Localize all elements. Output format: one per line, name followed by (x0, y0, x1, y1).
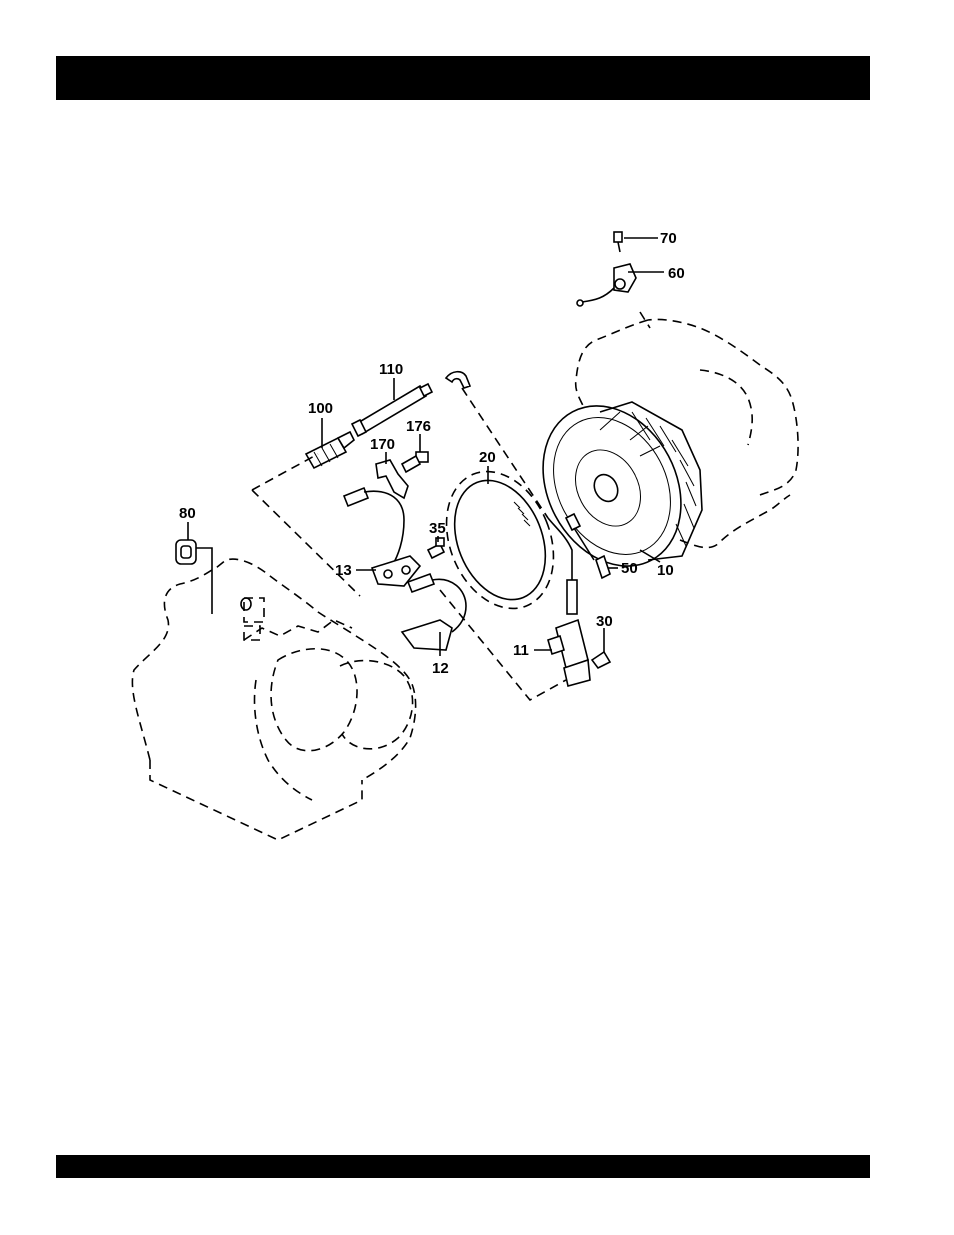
callout-30: 30 (596, 613, 613, 630)
seal-part-80 (176, 540, 212, 614)
callout-70: 70 (660, 230, 677, 247)
callout-11: 11 (513, 642, 529, 659)
callout-170: 170 (370, 436, 395, 453)
callout-10: 10 (657, 562, 674, 579)
callout-110: 110 (379, 361, 403, 378)
engine-crankcase-outline (132, 559, 415, 840)
callout-100: 100 (308, 400, 333, 417)
callout-60: 60 (668, 265, 685, 282)
spark-plug-part-100 (306, 432, 354, 468)
ignition-coil-part-11 (548, 620, 590, 686)
harness-part-13 (344, 488, 420, 586)
callout-80: 80 (179, 505, 196, 522)
callout-50: 50 (621, 560, 638, 577)
callout-20: 20 (479, 449, 496, 466)
callout-12: 12 (432, 660, 449, 677)
sensor-part-60 (577, 264, 636, 306)
screw-part-35 (428, 538, 444, 558)
callout-13: 13 (335, 562, 352, 579)
harness-part-12 (402, 574, 466, 650)
screw-part-70 (614, 232, 622, 252)
callout-35: 35 (429, 520, 446, 537)
bolt-part-176 (402, 452, 428, 472)
screw-part-30 (592, 652, 610, 668)
callout-176: 176 (406, 418, 431, 435)
